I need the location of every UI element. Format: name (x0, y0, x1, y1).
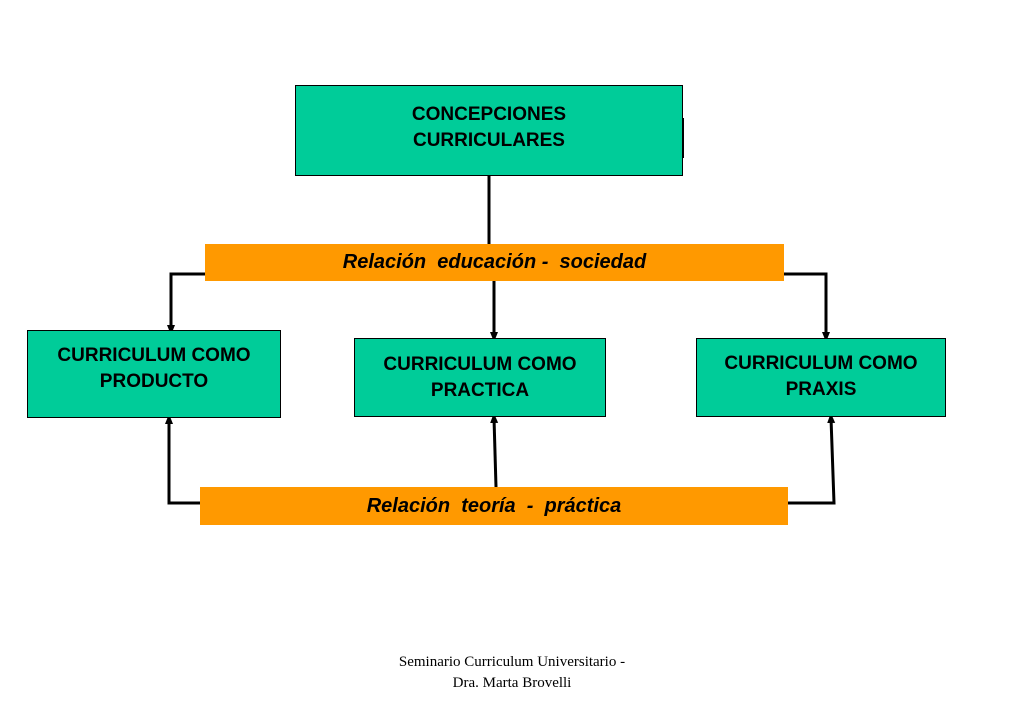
arrow-up-to-practica (490, 413, 499, 488)
arrow-up-to-praxis (788, 413, 836, 505)
box-shadow-edge (682, 118, 684, 158)
node-concepciones-curriculares: CONCEPCIONES CURRICULARES (295, 85, 683, 176)
footer-credit: Seminario Curriculum Universitario - Dra… (398, 654, 626, 691)
arrow-up-to-producto (165, 414, 200, 505)
relation-teoria-practica: Relación teoría - práctica (200, 487, 788, 525)
arrow-to-praxis (784, 272, 830, 342)
node-curriculum-praxis: CURRICULUM COMO PRAXIS (696, 338, 946, 417)
node-producto-label: CURRICULUM COMO PRODUCTO (57, 345, 251, 392)
relation-top-label: Relación educación - sociedad (342, 251, 647, 273)
node-curriculum-practica: CURRICULUM COMO PRACTICA (354, 338, 606, 417)
relation-bottom-label: Relación teoría - práctica (366, 494, 622, 517)
arrow-to-producto (167, 272, 205, 335)
node-curriculum-producto: CURRICULUM COMO PRODUCTO (27, 330, 281, 418)
node-concepciones-label: CONCEPCIONES CURRICULARES (411, 103, 567, 151)
relation-educacion-sociedad: Relación educación - sociedad (205, 244, 784, 281)
node-praxis-label: CURRICULUM COMO PRAXIS (724, 352, 918, 400)
node-practica-label: CURRICULUM COMO PRACTICA (383, 353, 577, 401)
